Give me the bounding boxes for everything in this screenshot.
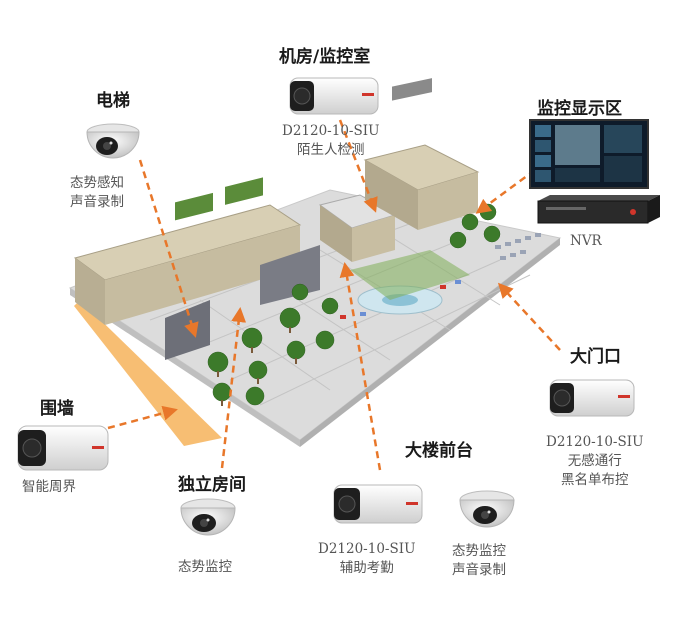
central-building <box>318 194 397 262</box>
display-area-title: 监控显示区 <box>537 99 622 119</box>
ground-slab-edge <box>70 288 300 447</box>
perimeter-wall-description: 智能周界 <box>22 478 76 497</box>
camera-link-arrows <box>107 119 561 471</box>
arrow-lobby <box>339 262 382 471</box>
bullet-camera-icon <box>289 77 379 115</box>
perimeter-wall-feature: 智能周界 <box>22 479 76 495</box>
bullet-camera-icon <box>333 484 423 524</box>
monitor-icon <box>529 119 649 189</box>
private-room-feature: 态势监控 <box>178 559 232 575</box>
main-gate-feature: 无感通行 <box>567 453 622 469</box>
lobby-dome-feature: 态势监控 <box>452 543 506 559</box>
nvr-label: NVR <box>570 233 602 249</box>
server-room-description: D2120-10-SIU 陌生人检测 <box>282 122 379 160</box>
perimeter-wall-highlight <box>74 300 222 446</box>
tree-trunks <box>217 327 297 406</box>
lobby-dome-description: 态势监控 声音录制 <box>452 542 506 580</box>
parking-area <box>340 233 541 319</box>
elevator-title: 电梯 <box>96 91 130 111</box>
main-gate-title: 大门口 <box>570 347 621 367</box>
bullet-camera-icon <box>549 379 635 417</box>
dome-camera-icon <box>86 123 140 159</box>
server-room-title: 机房/监控室 <box>279 47 371 67</box>
ground-slab-edge-right <box>300 238 560 447</box>
server-room-model: D2120-10-SIU <box>282 123 380 139</box>
lobby-bullet-description: D2120-10-SIU 辅助考勤 <box>318 540 415 578</box>
main-building <box>73 177 320 360</box>
lobby-title: 大楼前台 <box>405 441 473 461</box>
trees <box>207 203 501 406</box>
bullet-camera-icon <box>17 425 109 471</box>
arrow-main-gate <box>497 282 561 351</box>
nvr-recorder-icon <box>537 195 660 224</box>
ground-slab <box>68 189 562 441</box>
dome-camera-icon <box>459 490 515 528</box>
main-gate-feature: 黑名单布控 <box>560 472 629 488</box>
server-room-building <box>363 78 480 230</box>
central-plaza <box>350 250 470 315</box>
server-room-feature: 陌生人检测 <box>296 142 365 158</box>
elevator-desc-line: 态势感知 <box>70 175 124 191</box>
arrow-private-room <box>220 307 247 469</box>
main-gate-description: D2120-10-SIU 无感通行 黑名单布控 <box>546 433 643 490</box>
campus-aerial-scene <box>68 78 562 447</box>
perimeter-wall-title: 围墙 <box>40 399 74 419</box>
main-gate-model: D2120-10-SIU <box>546 434 644 450</box>
arrow-server-room <box>338 119 378 213</box>
private-room-title: 独立房间 <box>178 475 246 495</box>
dome-camera-icon <box>180 498 236 536</box>
elevator-desc-line: 声音录制 <box>70 194 124 210</box>
elevator-description: 态势感知 声音录制 <box>70 174 124 212</box>
private-room-description: 态势监控 <box>178 558 232 577</box>
lobby-dome-feature: 声音录制 <box>452 562 506 578</box>
lobby-bullet-model: D2120-10-SIU <box>318 541 416 557</box>
arrow-elevator <box>138 159 199 338</box>
arrow-display-area <box>475 168 536 214</box>
lobby-bullet-feature: 辅助考勤 <box>339 560 394 576</box>
